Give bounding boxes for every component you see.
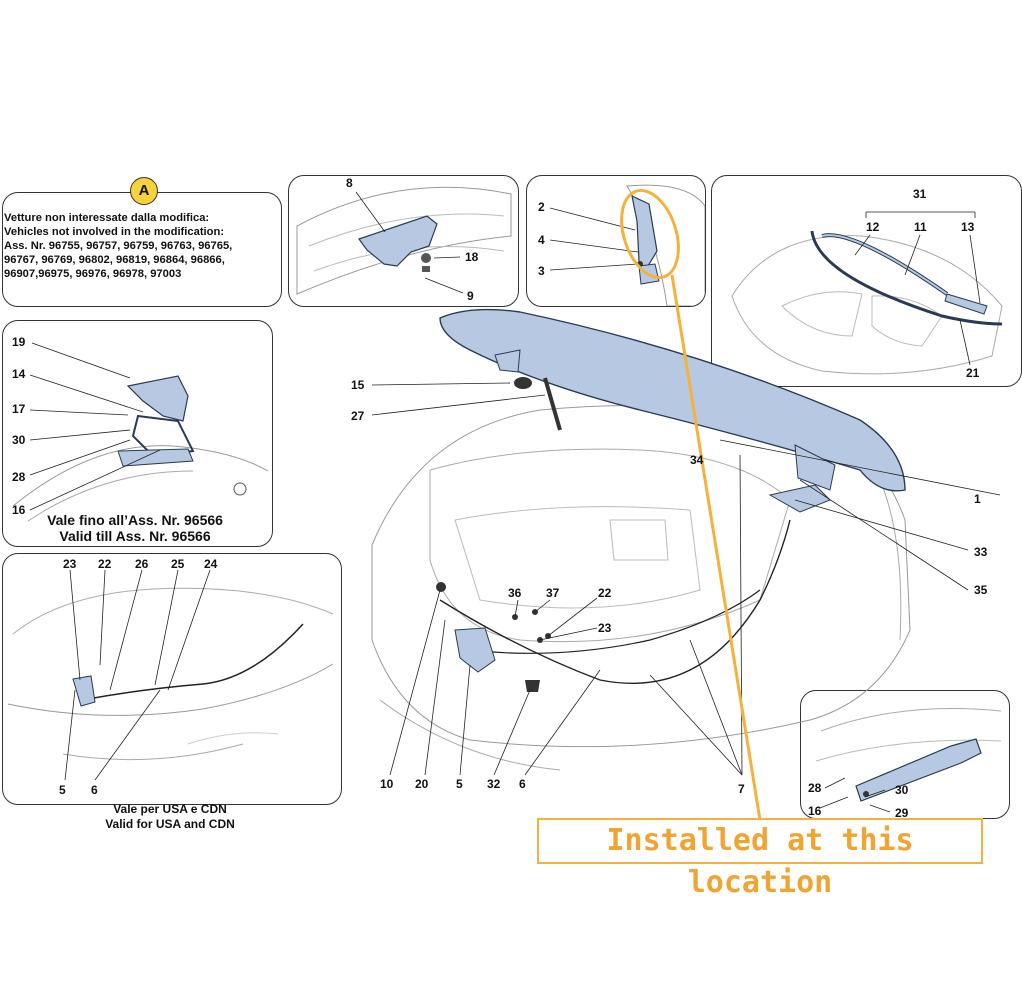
caption-valid-till-en: Valid till Ass. Nr. 96566 (59, 528, 211, 544)
note-line-3: 96907,96975, 96976, 96978, 97003 (4, 268, 182, 280)
note-italian: Vetture non interessate dalla modifica: (4, 212, 210, 224)
callout-30-valid-till: 30 (12, 433, 26, 447)
callout-28-valid-till: 28 (12, 470, 26, 484)
callout-11: 11 (914, 220, 927, 234)
caption-usa-en: Valid for USA and CDN (105, 817, 235, 831)
callout-6-main: 6 (519, 777, 526, 791)
callout-31: 31 (913, 187, 927, 201)
detail-hinge-panel (526, 175, 706, 307)
detail-cover-panel (800, 690, 1010, 819)
callout-16-valid-till: 16 (12, 503, 26, 517)
callout-5-main: 5 (456, 777, 463, 791)
callout-24: 24 (204, 557, 218, 571)
callout-27: 27 (351, 409, 365, 423)
latch-cover-drawing (296, 186, 512, 295)
detail-a-badge: A (130, 177, 158, 205)
callout-22-main: 22 (598, 586, 612, 600)
callout-22-usa: 22 (98, 557, 112, 571)
callout-37: 37 (546, 586, 560, 600)
callout-23-main: 23 (598, 621, 612, 635)
note-panel (2, 192, 282, 307)
callout-23-usa: 23 (63, 557, 77, 571)
detail-latch-cover-panel (288, 175, 519, 307)
callout-20: 20 (415, 777, 429, 791)
callout-14: 14 (12, 367, 26, 381)
callout-32: 32 (487, 777, 501, 791)
callout-25: 25 (171, 557, 185, 571)
detail-usa-panel (2, 553, 342, 805)
callout-9: 9 (467, 289, 474, 303)
callout-4: 4 (538, 233, 545, 247)
callout-34: 34 (690, 453, 704, 467)
caption-valid-till-it: Vale fino all’Ass. Nr. 96566 (47, 512, 223, 528)
callout-15: 15 (351, 378, 365, 392)
callout-36: 36 (508, 586, 522, 600)
cover-drawing (815, 708, 1002, 802)
callout-30-cover: 30 (895, 783, 909, 797)
note-line-1: Ass. Nr. 96755, 96757, 96759, 96763, 967… (4, 240, 233, 252)
note-english: Vehicles not involved in the modificatio… (4, 226, 225, 238)
exclusion-note: Vetture non interessate dalla modifica: … (4, 211, 280, 281)
callout-35: 35 (974, 583, 988, 597)
callout-7: 7 (738, 782, 745, 796)
installed-location-label: Installed at this location (537, 818, 983, 900)
callout-10: 10 (380, 777, 394, 791)
callout-2: 2 (538, 200, 545, 214)
seal-drawing (731, 230, 1003, 375)
callout-6-usa: 6 (91, 783, 98, 797)
callout-29: 29 (895, 806, 909, 820)
callout-1: 1 (974, 492, 981, 506)
callout-5-usa: 5 (59, 783, 66, 797)
hinge-drawing (626, 184, 705, 306)
usa-drawing (7, 587, 334, 761)
callout-18: 18 (465, 250, 479, 264)
detail-seal-panel (711, 175, 1022, 387)
callout-19: 19 (12, 335, 26, 349)
caption-usa-it: Vale per USA e CDN (113, 802, 227, 816)
callout-26: 26 (135, 557, 149, 571)
callout-8: 8 (346, 176, 353, 190)
callout-28-cover: 28 (808, 781, 822, 795)
callout-33: 33 (974, 545, 988, 559)
callout-12: 12 (866, 220, 880, 234)
callout-3: 3 (538, 264, 545, 278)
callout-13: 13 (961, 220, 975, 234)
callout-16-cover: 16 (808, 804, 822, 818)
callout-21: 21 (966, 366, 980, 380)
note-line-2: 96767, 96769, 96802, 96819, 96864, 96866… (4, 254, 225, 266)
callout-17: 17 (12, 402, 26, 416)
